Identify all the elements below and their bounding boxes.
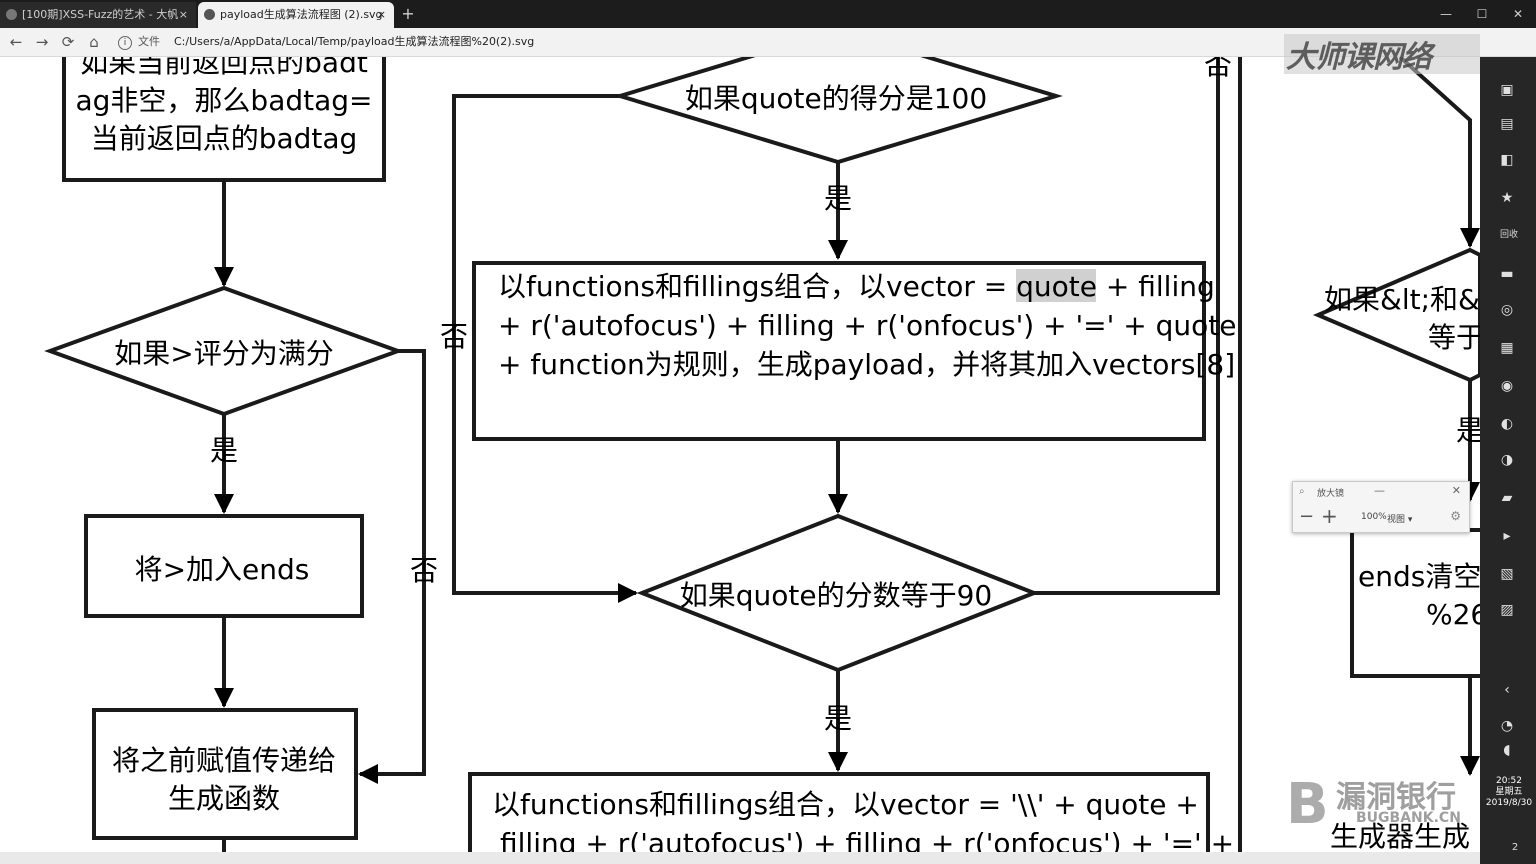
text-selection-highlight — [1016, 269, 1096, 302]
add-ends-label: 将>加入ends — [135, 553, 310, 586]
app-icon[interactable]: ▧ — [1500, 566, 1514, 582]
full-score-label: 如果>评分为满分 — [114, 337, 333, 370]
app-icon[interactable]: ▦ — [1500, 340, 1514, 356]
magnifier-minimize-button[interactable]: — — [1374, 484, 1385, 497]
no-label: 否 — [410, 554, 438, 587]
tab-payload-svg[interactable]: payload生成算法流程图 (2).svg × — [198, 2, 394, 28]
lt-decision — [1312, 247, 1480, 383]
tab-close-icon[interactable]: × — [178, 8, 188, 21]
app-icon[interactable]: ◑ — [1500, 452, 1514, 468]
generator-label: 生成器生成 — [1330, 820, 1470, 853]
forward-button[interactable]: → — [35, 33, 49, 51]
badtag-line-1: 如果当前返回点的badt — [80, 57, 368, 79]
horizontal-scrollbar[interactable] — [0, 852, 1480, 864]
tab-xss-fuzz[interactable]: [100期]XSS-Fuzz的艺术 - 大帆 × — [0, 2, 196, 28]
yes-label: 是 — [210, 434, 238, 467]
watermark-backdrop — [1284, 34, 1480, 74]
back-button[interactable]: ← — [9, 33, 23, 51]
yes-label: 是 — [1456, 414, 1480, 447]
magnifier-close-button[interactable]: ✕ — [1451, 484, 1461, 497]
app-icon[interactable]: ▬ — [1500, 266, 1514, 282]
badtag-line-3: 当前返回点的badtag — [91, 122, 358, 155]
vector-rule-2-line-1: 以functions和fillings组合，以vector = '\\' + q… — [492, 788, 1199, 821]
ends-clear-line-2: %26 — [1426, 598, 1480, 631]
app-icon[interactable]: ▰ — [1501, 490, 1513, 506]
brand-watermark: 漏洞银行 — [1336, 780, 1456, 815]
app-icon[interactable]: ▣ — [1500, 82, 1514, 98]
no-branch-line-top — [1034, 57, 1220, 595]
close-window-button[interactable]: ✕ — [1512, 7, 1524, 21]
ends-clear-line-1: ends清空 — [1358, 560, 1480, 593]
svg-viewer-canvas: 如果当前返回点的badt ag非空，那么badtag= 当前返回点的badtag… — [0, 57, 1480, 864]
vector-rule-1-line-2: + r('autofocus') + filling + r('onfocus'… — [498, 309, 1236, 342]
magnifier-window: ⌕ 放大镜 — ✕ − + 100% 视图 ▾ ⚙ — [1292, 481, 1470, 533]
quote-90-label: 如果quote的分数等于90 — [680, 579, 993, 612]
brand-url-watermark: BUGBANK.CN — [1356, 810, 1461, 826]
maximize-button[interactable]: ☐ — [1476, 7, 1488, 21]
arrow-right-icon[interactable]: ▸ — [1503, 528, 1511, 544]
page-favicon-icon — [6, 9, 17, 20]
chrome-icon[interactable]: ◉ — [1500, 378, 1514, 394]
tab-close-icon[interactable]: × — [376, 8, 386, 21]
no-branch-line — [452, 94, 638, 603]
lt-decision-line-2: 等于 — [1428, 321, 1480, 354]
new-tab-button[interactable]: + — [401, 4, 415, 23]
channel-watermark: 大师课网络 — [1286, 40, 1432, 75]
clock-time: 20:52 — [1496, 776, 1522, 786]
zoom-in-button[interactable]: + — [1321, 504, 1338, 528]
network-icon[interactable]: ◔ — [1500, 718, 1514, 734]
reload-button[interactable]: ⟳ — [61, 33, 75, 51]
no-branch-line — [358, 349, 426, 784]
clock-date: 2019/8/30 — [1485, 798, 1533, 808]
vector-rule-1-line-1: 以functions和fillings组合，以vector = quote + … — [498, 270, 1215, 303]
magnifier-icon: ⌕ — [1299, 486, 1305, 497]
volume-icon[interactable]: ◖ — [1503, 742, 1511, 758]
decision-edge — [1398, 57, 1472, 246]
star-icon[interactable]: ★ — [1500, 190, 1514, 206]
taskbar-clock[interactable]: 20:52 星期五 2019/8/30 — [1484, 776, 1534, 809]
vector-rule-box-2 — [468, 772, 1210, 864]
gear-icon[interactable]: ⚙ — [1450, 509, 1461, 523]
app-icon[interactable]: ▨ — [1500, 602, 1514, 618]
view-dropdown[interactable]: 视图 ▾ — [1387, 515, 1413, 525]
file-scheme-label: 文件 — [138, 35, 160, 48]
pass-values-line-1: 将之前赋值传递给 — [112, 744, 336, 777]
notification-badge[interactable]: 2 — [1511, 842, 1519, 853]
badtag-line-2: ag非空，那么badtag= — [75, 84, 372, 117]
app-icon[interactable]: ◎ — [1500, 302, 1514, 318]
yes-label: 是 — [824, 702, 852, 735]
lt-decision-line-1: 如果&lt;和& — [1324, 283, 1480, 316]
quote-100-label: 如果quote的得分是100 — [685, 82, 987, 115]
no-label-top: 否 — [1204, 57, 1232, 81]
home-button[interactable]: ⌂ — [89, 33, 99, 51]
clock-weekday: 星期五 — [1495, 787, 1523, 797]
brand-logo: B — [1286, 772, 1329, 837]
yes-label: 是 — [824, 182, 852, 215]
minimize-button[interactable]: — — [1440, 7, 1452, 21]
recycle-label: 回收 — [1499, 230, 1518, 240]
zoom-out-button[interactable]: − — [1299, 506, 1315, 527]
tab-label: payload生成算法流程图 (2).svg — [220, 8, 383, 21]
tab-label: [100期]XSS-Fuzz的艺术 - 大帆 — [22, 8, 179, 21]
url-input[interactable]: C:/Users/a/AppData/Local/Temp/payload生成算… — [174, 35, 535, 48]
zoom-level: 100% — [1361, 512, 1387, 522]
pass-values-line-2: 生成函数 — [168, 782, 280, 815]
no-label: 否 — [440, 320, 468, 353]
chevron-left-icon[interactable]: ‹ — [1504, 682, 1510, 698]
magnifier-title: 放大镜 — [1317, 489, 1345, 499]
flowchart: 如果当前返回点的badt ag非空，那么badtag= 当前返回点的badtag… — [44, 57, 1480, 864]
address-bar: ← → ⟳ ⌂ i 文件 C:/Users/a/AppData/Local/Te… — [0, 28, 1536, 57]
app-icon[interactable]: ▤ — [1500, 116, 1514, 132]
vector-rule-1-line-3: + function为规则，生成payload，并将其加入vectors[8] — [498, 348, 1235, 381]
app-icon[interactable]: ◧ — [1500, 152, 1514, 168]
app-icon[interactable]: ◐ — [1500, 416, 1514, 432]
globe-icon — [204, 9, 215, 20]
taskbar-strip — [1480, 57, 1536, 864]
site-info-icon[interactable]: i — [118, 36, 132, 50]
